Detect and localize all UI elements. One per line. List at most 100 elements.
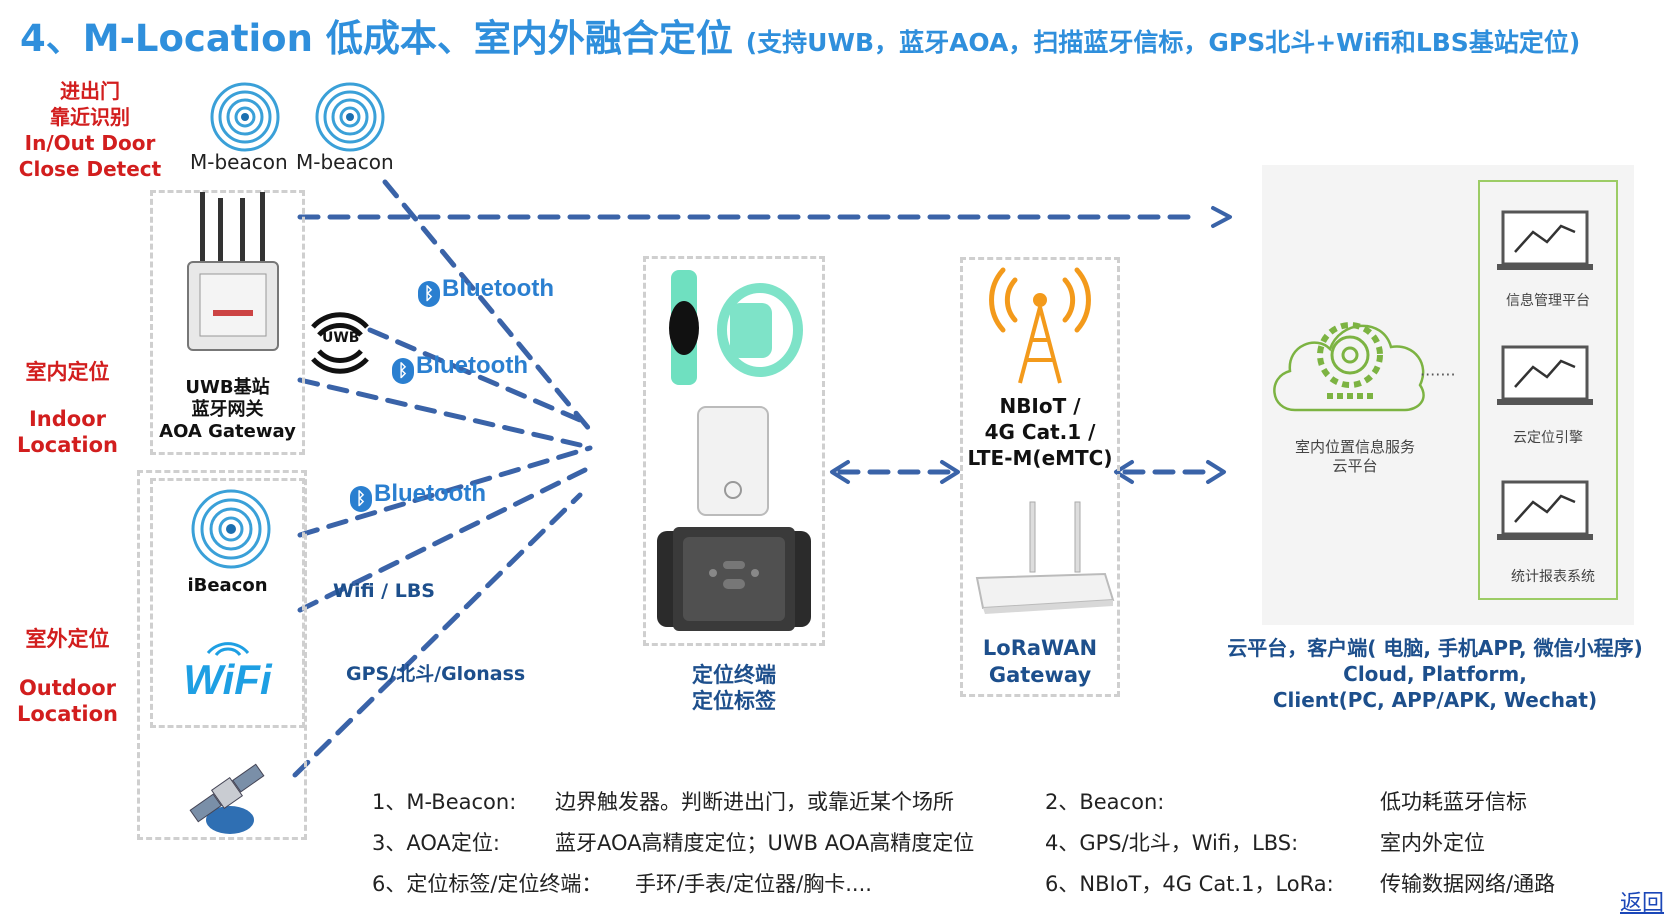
note-6-text: 传输数据网络/通路 [1380, 872, 1556, 896]
network-arrow-right [940, 460, 960, 484]
indoor-cn-label: 室内定位 [25, 360, 110, 384]
door-cn-2: 靠近识别 [50, 105, 130, 129]
back-link[interactable]: 返回 [1620, 891, 1665, 916]
cloud-service-icon [1273, 322, 1425, 412]
monitor-label-1: 信息管理平台 [1506, 293, 1590, 309]
cloud-arrow-left [1114, 460, 1134, 484]
outdoor-en-label: Outdoor Location [5, 675, 130, 727]
bluetooth-icon: ᛒ [392, 358, 414, 384]
note-2-label: 2、Beacon: [1045, 790, 1165, 814]
gps-label: GPS/北斗/Glonass [346, 663, 526, 685]
monitor-icon-1 [1497, 210, 1593, 270]
terminal-arrow-left [830, 460, 850, 484]
title-sub: (支持UWB，蓝牙AOA，扫描蓝牙信标，GPS北斗+Wifi和LBS基站定位) [745, 28, 1581, 57]
cloud-arrow-right [1206, 460, 1226, 484]
bluetooth-text-2: Bluetooth [416, 352, 528, 379]
bluetooth-icon: ᛒ [418, 281, 440, 307]
cloud-caption-cn: 云平台，客户端( 电脑, 手机APP, 微信小程序) [1227, 636, 1643, 660]
indoor-en-1: Indoor [28, 407, 106, 431]
m-beacon-label-2: M-beacon [296, 150, 394, 174]
satellite-icon [189, 763, 265, 834]
beacon-link-line [382, 179, 593, 433]
m-beacon-label-1: M-beacon [190, 150, 288, 174]
cloud-caption: 云平台，客户端( 电脑, 手机APP, 微信小程序) Cloud, Platfo… [1200, 635, 1670, 713]
lorawan-line-1: LoRaWAN [982, 636, 1098, 660]
note-3-label: 3、AOA定位: [372, 831, 500, 855]
indoor-en-label: Indoor Location [5, 406, 130, 458]
ibeacon-label: iBeacon [187, 575, 268, 596]
m-beacon-icon-2 [315, 82, 385, 152]
bluetooth-text-3: Bluetooth [374, 480, 486, 507]
terminal-line-2: 定位标签 [692, 689, 776, 713]
outdoor-cn-label: 室外定位 [25, 627, 110, 651]
ibeacon-link-line [297, 445, 593, 538]
cloud-dots: ······· [1420, 365, 1456, 384]
terminal-label: 定位终端 定位标签 [643, 662, 825, 714]
aoa-gateway-device-icon [187, 192, 279, 351]
note-6-label: 6、NBIoT，4G Cat.1，LoRa: [1045, 872, 1334, 896]
ibeacon-icon [191, 489, 271, 569]
note-1-text: 边界触发器。判断进出门，或靠近某个场所 [555, 790, 954, 814]
wifi-lbs-label: Wifi / LBS [333, 580, 435, 602]
uwb-label: UWB [322, 330, 360, 346]
gateway-line-3: AOA Gateway [159, 421, 296, 442]
note-1-label: 1、M-Beacon: [372, 790, 517, 814]
gateway-link-line-1 [367, 327, 583, 423]
monitor-icon-2 [1497, 345, 1593, 405]
wifi-link-line [297, 467, 588, 613]
wifi-waves-icon [206, 642, 249, 656]
cloud-service-line-1: 室内位置信息服务 [1294, 438, 1415, 456]
network-line-1: NBIoT / [999, 394, 1081, 418]
terminal-box [643, 256, 825, 646]
bluetooth-icon: ᛒ [350, 486, 372, 512]
gateway-line-2: 蓝牙网关 [191, 399, 264, 420]
gateway-label: UWB基站 蓝牙网关 AOA Gateway [150, 377, 305, 443]
network-box [960, 257, 1120, 697]
monitor-icon-3 [1497, 480, 1593, 540]
note-5-text: 手环/手表/定位器/胸卡.... [635, 872, 872, 896]
note-2-text: 低功耗蓝牙信标 [1380, 790, 1527, 814]
badge-tag-icon [697, 406, 769, 516]
gateway-line-1: UWB基站 [185, 377, 270, 398]
network-label: NBIoT / 4G Cat.1 / LTE-M(eMTC) [960, 393, 1120, 471]
cell-tower-icon [989, 267, 1091, 384]
wifi-logo: WiFi [150, 638, 305, 704]
wifi-text: WiFi [183, 656, 272, 703]
door-en-1: In/Out Door [24, 131, 156, 155]
monitor-label-2: 云定位引擎 [1513, 430, 1583, 446]
gateway-box [150, 190, 305, 455]
cloud-systems-frame [1478, 180, 1618, 600]
cloud-service-label: 室内位置信息服务 云平台 [1270, 438, 1440, 476]
terminal-line-1: 定位终端 [692, 663, 776, 687]
door-detect-label: 进出门 靠近识别 In/Out Door Close Detect [10, 78, 170, 182]
outdoor-en-2: Location [16, 702, 119, 726]
ibeacon-wifi-box [150, 478, 305, 728]
uwb-signal-icon [311, 312, 369, 374]
indoor-en-2: Location [16, 433, 119, 457]
network-line-2: 4G Cat.1 / [984, 420, 1096, 444]
note-3-text: 蓝牙AOA高精度定位；UWB AOA高精度定位 [555, 831, 975, 855]
monitor-label-3: 统计报表系统 [1511, 569, 1595, 585]
outdoor-en-1: Outdoor [18, 676, 117, 700]
lorawan-router-icon [975, 501, 1115, 614]
network-line-3: LTE-M(eMTC) [967, 446, 1113, 470]
cloud-caption-en-1: Cloud, Platform, [1343, 662, 1527, 686]
cloud-service-line-2: 云平台 [1332, 457, 1378, 475]
lorawan-label: LoRaWAN Gateway [960, 635, 1120, 689]
note-4-text: 室内外定位 [1380, 831, 1485, 855]
door-en-2: Close Detect [18, 157, 162, 181]
page-title: 4、M-Location 低成本、室内外融合定位 (支持UWB，蓝牙AOA，扫描… [20, 8, 1580, 62]
gps-link-line [292, 492, 583, 778]
outdoor-box [137, 470, 307, 840]
bluetooth-text-1: Bluetooth [442, 275, 554, 302]
title-main: 4、M-Location 低成本、室内外融合定位 [20, 17, 733, 60]
lorawan-line-2: Gateway [988, 663, 1092, 687]
gateway-link-line-2 [297, 377, 583, 448]
locator-device-icon [657, 527, 811, 631]
note-4-label: 4、GPS/北斗，Wifi，LBS: [1045, 831, 1299, 855]
note-5-label: 6、定位标签/定位终端： [372, 872, 603, 896]
